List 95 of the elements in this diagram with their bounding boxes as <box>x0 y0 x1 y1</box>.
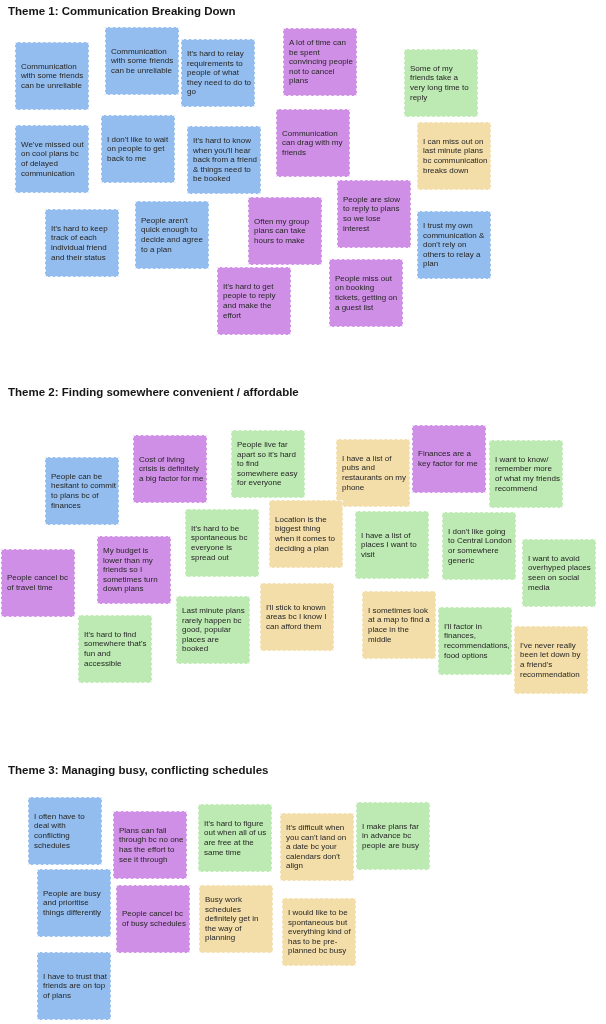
sticky-note <box>199 885 273 953</box>
sticky-note <box>1 549 75 617</box>
note-text: I want to avoid overhyped places seen on social media <box>528 553 592 593</box>
sticky-note <box>105 27 179 95</box>
note-text: I don't like to wait on people to get back to me <box>107 134 170 164</box>
sticky-note <box>45 209 119 277</box>
sticky-note <box>337 180 411 248</box>
sticky-note <box>181 39 255 107</box>
note-text: I'll factor in finances, recommendations, food options <box>444 621 509 661</box>
sticky-note <box>282 898 356 966</box>
note-text: Finances are a key factor for me <box>418 449 479 469</box>
note-text: I have to trust that friends are on top of plans <box>43 971 108 1001</box>
note-text: It's hard to be spontaneous bc everyone is spread out <box>191 523 249 563</box>
note-text: I want to know/ remember more of what my friends recommend <box>495 454 560 494</box>
sticky-note <box>28 797 102 865</box>
sticky-note <box>260 583 334 651</box>
note-text: I make plans far in advance bc people are busy <box>362 821 420 851</box>
note-text: We've missed out on cool plans bc of delayed communication <box>21 139 85 179</box>
sticky-note <box>78 615 152 683</box>
note-text: I sometimes look at a map to find a place in the middle <box>368 605 431 645</box>
note-text: Cost of living crisis is definitely a big factor for me <box>139 454 204 484</box>
sticky-note <box>37 952 111 1020</box>
sticky-note <box>442 512 516 580</box>
sticky-note <box>187 126 261 194</box>
theme-heading: Theme 2: Finding somewhere convenient / affordable <box>8 385 299 399</box>
note-text: It's hard to find somewhere that's fun and accessible <box>84 629 148 669</box>
note-text: I can miss out on last minute plans bc communication breaks down <box>423 136 488 176</box>
sticky-note <box>198 804 272 872</box>
note-text: It's hard to know when you'll hear back from a friend & things need to be booked <box>193 136 258 184</box>
note-text: Busy work schedules definitely get in the way of planning <box>205 895 260 943</box>
note-text: Location is the biggest thing when it comes to deciding a plan <box>275 514 337 554</box>
note-text: People are slow to reply to plans so we lose interest <box>343 194 401 234</box>
note-text: I trust my own communication & don't rely on others to relay a plan <box>423 221 486 269</box>
sticky-note <box>417 122 491 190</box>
sticky-note <box>133 435 207 503</box>
note-text: I would like to be spontaneous but everything kind of has to be pre-planned bc busy <box>288 908 352 956</box>
note-text: People are busy and prioritise things differently <box>43 888 103 918</box>
sticky-note <box>514 626 588 694</box>
note-text: Last minute plans rarely happen bc good, popular places are booked <box>182 606 246 654</box>
note-text: I don't like going to Central London or somewhere generic <box>448 526 513 566</box>
note-text: It's hard to relay requirements to people of what they need to do to go <box>187 49 252 97</box>
sticky-note <box>356 802 430 870</box>
sticky-note <box>37 869 111 937</box>
note-text: A lot of time can be spent convincing people not to cancel plans <box>289 38 354 86</box>
sticky-note <box>522 539 596 607</box>
sticky-note <box>185 509 259 577</box>
sticky-note <box>417 211 491 279</box>
sticky-note <box>248 197 322 265</box>
sticky-note <box>269 500 343 568</box>
note-text: Some of my friends take a very long time to reply <box>410 63 470 103</box>
sticky-note <box>45 457 119 525</box>
note-text: Communication with some friends can be unreliable <box>21 61 85 91</box>
sticky-note <box>231 430 305 498</box>
sticky-note <box>276 109 350 177</box>
sticky-note <box>362 591 436 659</box>
sticky-note <box>404 49 478 117</box>
note-text: I have a list of pubs and restaurants on my phone <box>342 453 407 493</box>
note-text: People aren't quick enough to decide and agree to a plan <box>141 215 204 255</box>
sticky-note <box>412 425 486 493</box>
sticky-note <box>217 267 291 335</box>
note-text: Communication can drag with my friends <box>282 128 344 158</box>
note-text: My budget is lower than my friends so I sometimes turn down plans <box>103 546 159 594</box>
theme-heading: Theme 3: Managing busy, conflicting schedules <box>8 763 269 777</box>
theme-heading: Theme 1: Communication Breaking Down <box>8 4 236 18</box>
note-text: People cancel bc of travel time <box>7 573 69 593</box>
sticky-note <box>329 259 403 327</box>
sticky-note <box>135 201 209 269</box>
sticky-note <box>101 115 175 183</box>
sticky-note <box>438 607 512 675</box>
note-text: Often my group plans can take hours to make <box>254 216 311 246</box>
note-text: People cancel bc of busy schedules <box>122 909 187 929</box>
note-text: Plans can fall through bc no one has the effort to see it through <box>119 825 184 865</box>
note-text: People miss out on booking tickets, getting on a guest list <box>335 273 399 313</box>
sticky-note <box>15 125 89 193</box>
note-text: It's difficult when you can't land on a date bc your calendars don't align <box>286 823 348 871</box>
sticky-note <box>489 440 563 508</box>
sticky-note <box>97 536 171 604</box>
note-text: Communication with some friends can be unreliable <box>111 46 175 76</box>
note-text: I've never really been let down by a friend's recommendation <box>520 640 582 680</box>
sticky-note <box>176 596 250 664</box>
note-text: People can be hesitant to commit to plans bc of finances <box>51 471 116 511</box>
note-text: It's hard to figure out when all of us are free at the same time <box>204 818 268 858</box>
note-text: It's hard to keep track of each individual friend and their status <box>51 223 109 263</box>
sticky-note <box>355 511 429 579</box>
note-text: I often have to deal with conflicting schedules <box>34 811 86 851</box>
note-text: I have a list of places I want to visit <box>361 530 418 560</box>
sticky-note <box>113 811 187 879</box>
note-text: I'll stick to known areas bc I know I can afford them <box>266 602 328 632</box>
sticky-note <box>283 28 357 96</box>
sticky-note <box>15 42 89 110</box>
note-text: It's hard to get people to reply and make the effort <box>223 281 277 321</box>
sticky-note <box>336 439 410 507</box>
note-text: People live far apart so it's hard to find somewhere easy for everyone <box>237 440 299 488</box>
sticky-note <box>280 813 354 881</box>
sticky-note <box>116 885 190 953</box>
